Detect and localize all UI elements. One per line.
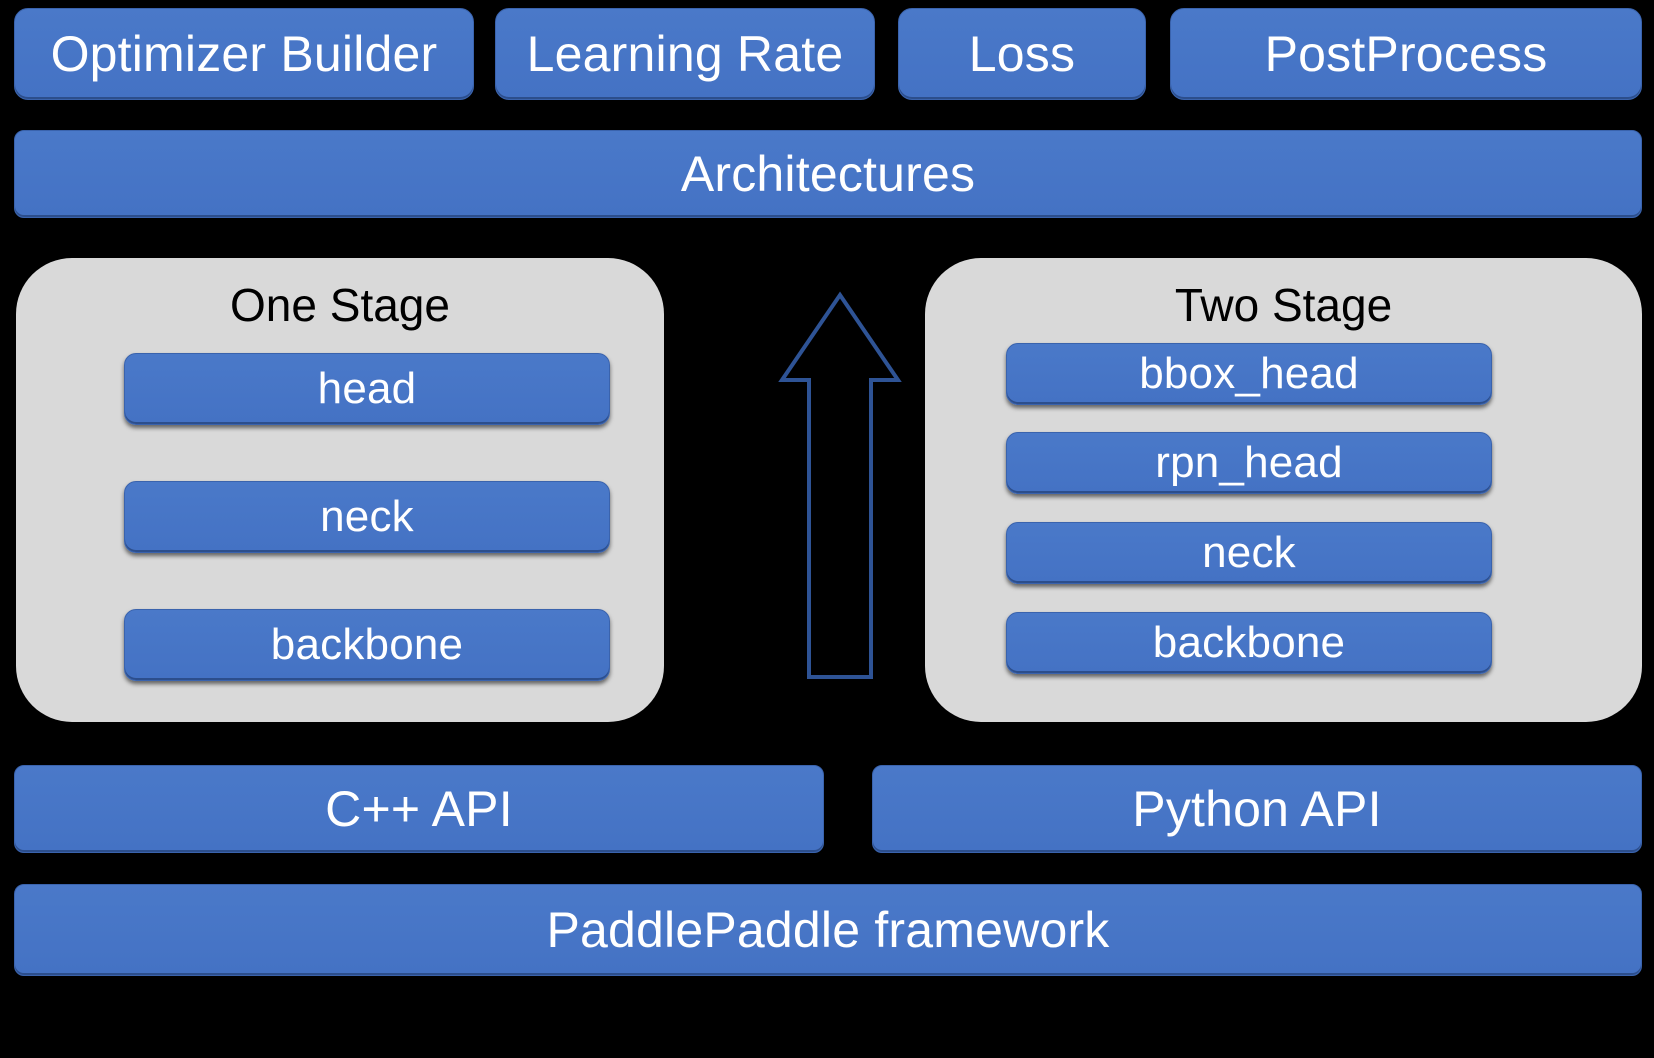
up-arrow-shape <box>778 291 902 679</box>
block-learning-rate[interactable]: Learning Rate <box>495 8 875 100</box>
up-arrow-icon <box>778 291 902 679</box>
block-python-api[interactable]: Python API <box>872 765 1642 853</box>
block-postprocess[interactable]: PostProcess <box>1170 8 1642 100</box>
card-one-stage-title: One Stage <box>230 279 450 331</box>
block-architectures[interactable]: Architectures <box>14 130 1642 218</box>
block-cpp-api[interactable]: C++ API <box>14 765 824 853</box>
block-paddlepaddle-framework[interactable]: PaddlePaddle framework <box>14 884 1642 976</box>
block-two-stage-backbone[interactable]: backbone <box>1006 612 1492 674</box>
block-loss[interactable]: Loss <box>898 8 1146 100</box>
card-two-stage-title: Two Stage <box>1174 279 1393 331</box>
block-one-stage-neck[interactable]: neck <box>124 481 610 553</box>
block-two-stage-neck[interactable]: neck <box>1006 522 1492 584</box>
block-one-stage-backbone[interactable]: backbone <box>124 609 610 681</box>
block-optimizer-builder[interactable]: Optimizer Builder <box>14 8 474 100</box>
block-two-stage-rpn-head[interactable]: rpn_head <box>1006 432 1492 494</box>
block-one-stage-head[interactable]: head <box>124 353 610 425</box>
block-two-stage-bbox-head[interactable]: bbox_head <box>1006 343 1492 405</box>
